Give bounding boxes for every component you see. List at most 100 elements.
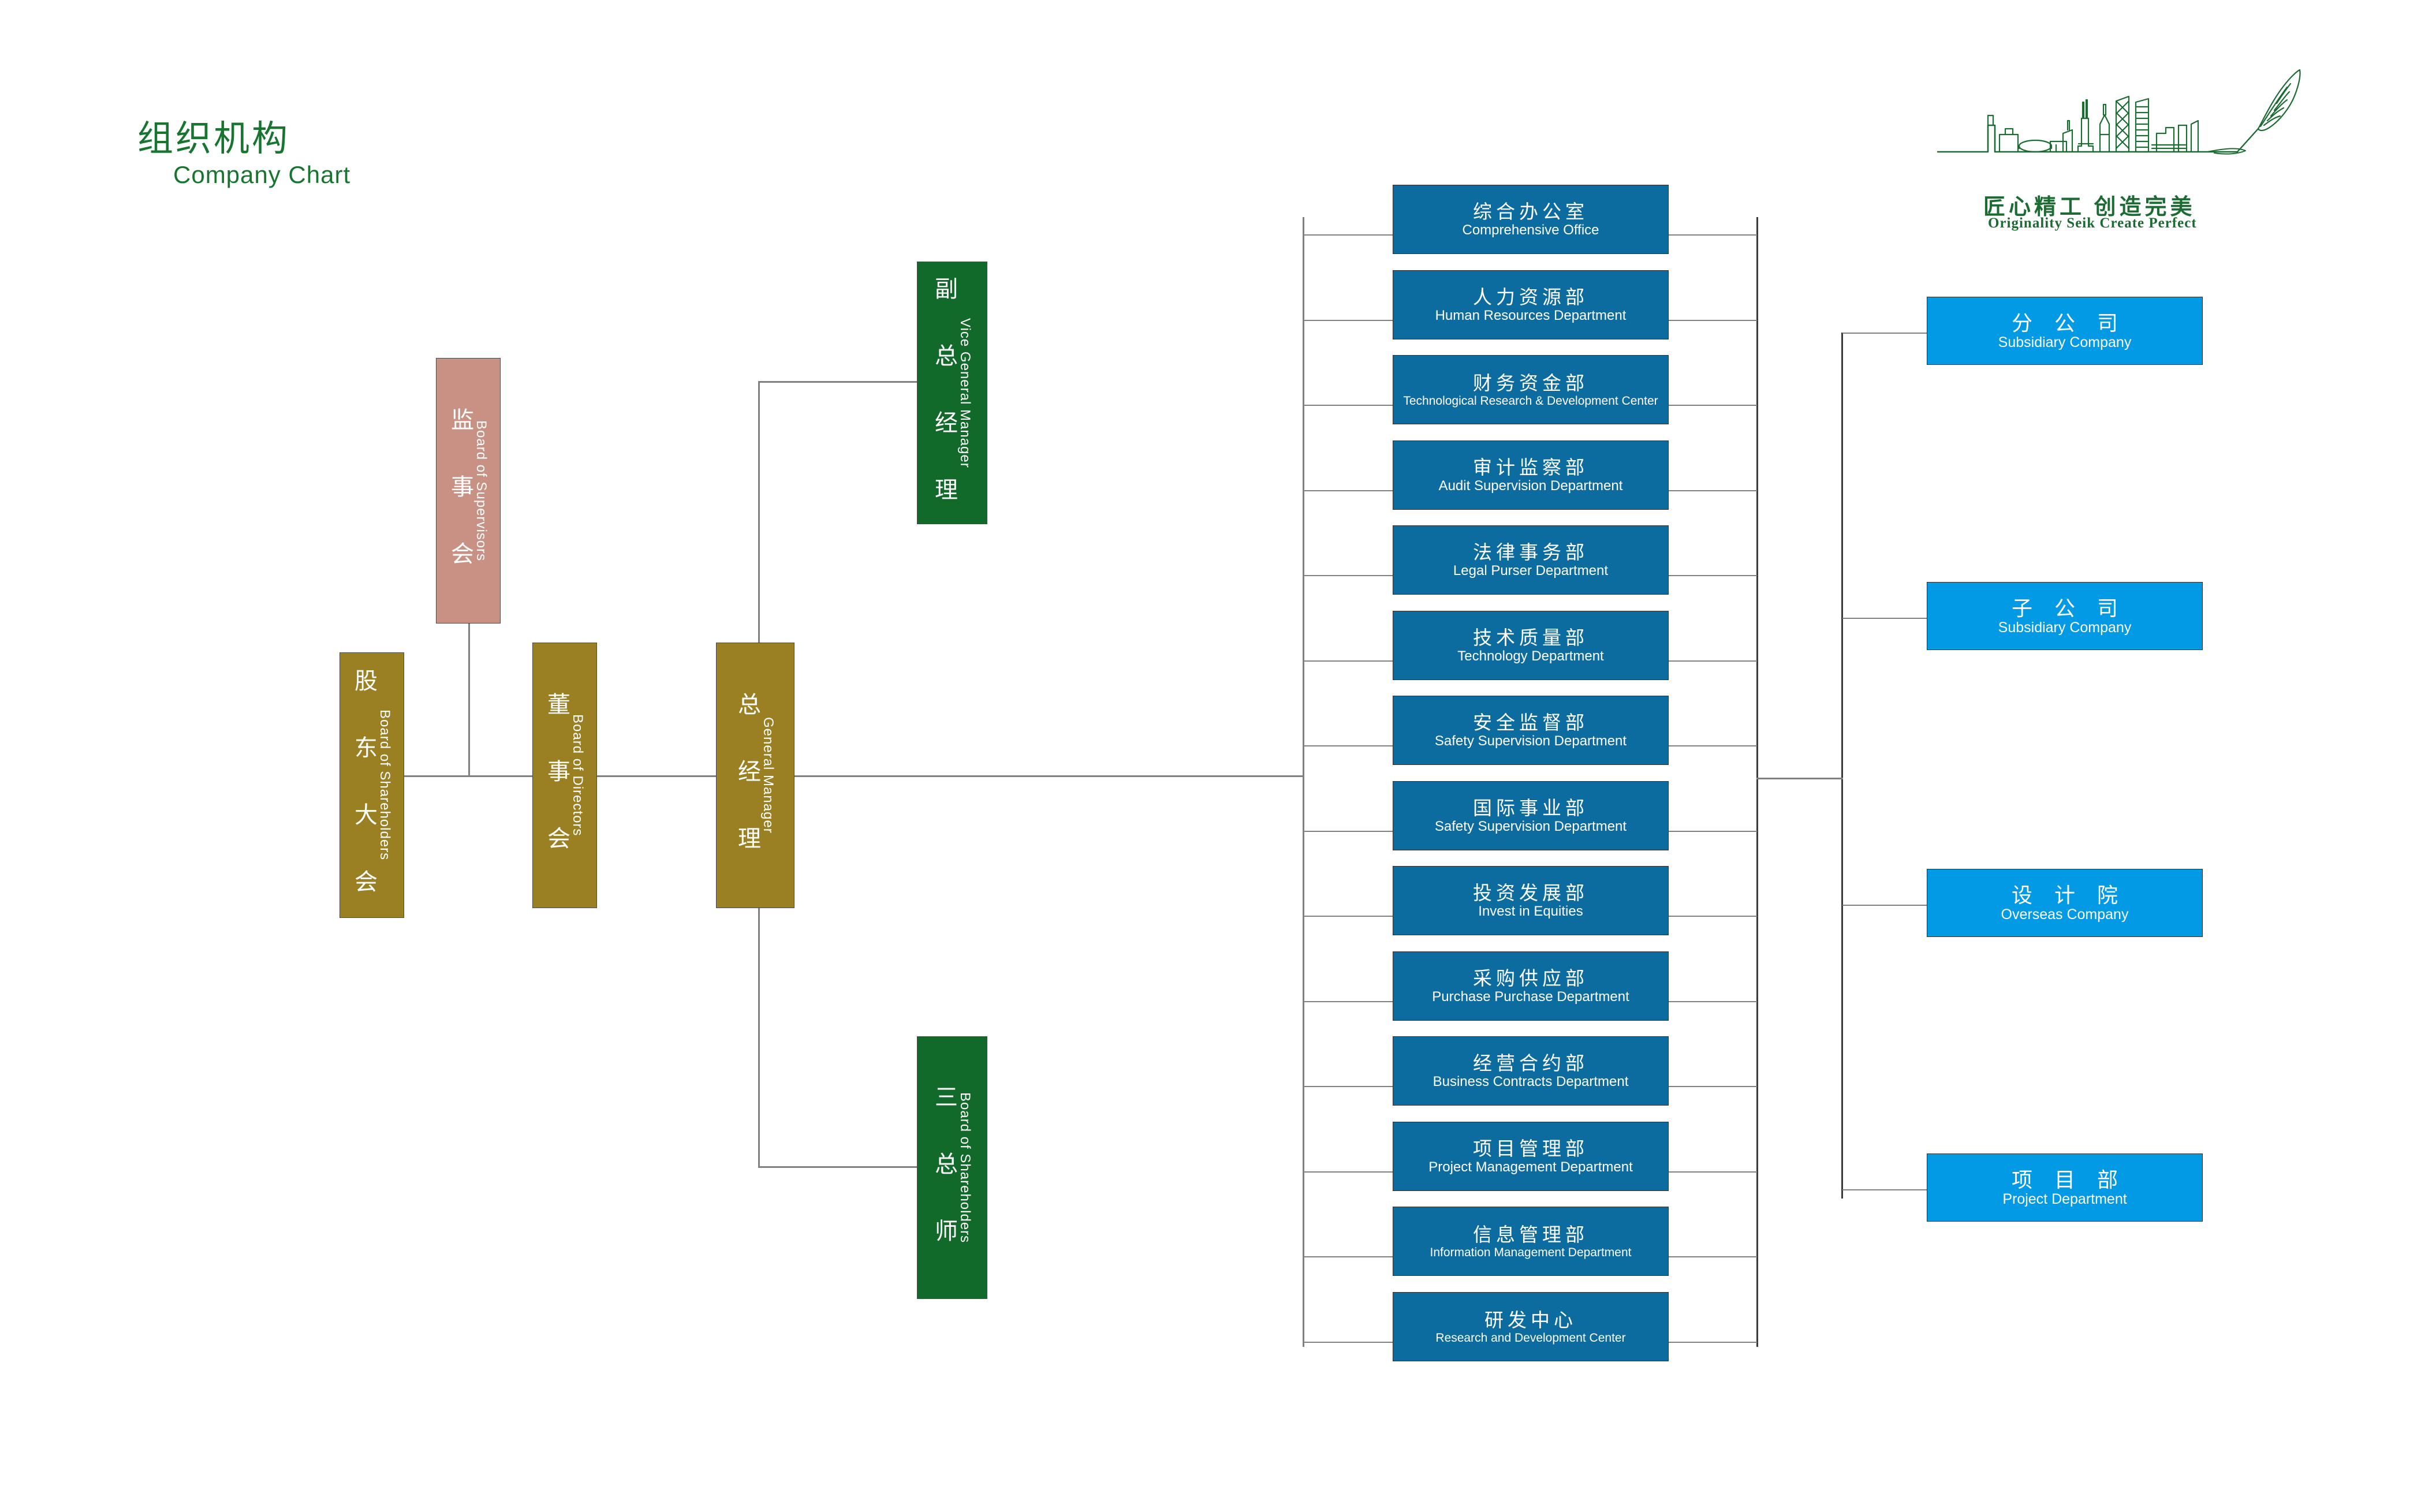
connector-dept-stub-right xyxy=(1669,490,1757,491)
connector-main-bus xyxy=(404,775,1304,777)
page-title: 组织机构 Company Chart xyxy=(137,120,350,189)
board-of-supervisors-label-en: Board of Supervisors xyxy=(473,420,489,562)
connector-dept-to-branch-bus xyxy=(1756,778,1843,779)
connector-branch-stub xyxy=(1842,618,1927,619)
connector-dept-stub-left xyxy=(1304,1171,1393,1173)
connector-dept-stub-right xyxy=(1669,1001,1757,1002)
department-label-en: Technological Research & Development Cen… xyxy=(1403,394,1658,408)
department-label-cn: 国际事业部 xyxy=(1473,797,1588,819)
general-manager-label-cn: 总 经 理 xyxy=(734,692,760,858)
connector-supervisors-drop xyxy=(468,624,470,777)
connector-dept-stub-left xyxy=(1304,405,1393,406)
department-label-cn: 研发中心 xyxy=(1484,1309,1577,1331)
connector-dept-right-spine xyxy=(1756,217,1758,1347)
department-label-en: Audit Supervision Department xyxy=(1438,478,1623,494)
department-label-cn: 安全监督部 xyxy=(1473,712,1588,734)
department-label-cn: 采购供应部 xyxy=(1473,968,1588,990)
city-skyline-quill-icon xyxy=(1937,69,2301,155)
department-label-en: Project Management Department xyxy=(1428,1159,1633,1175)
node-vice-general-manager[interactable]: 副 总 经 理 Vice General Manager xyxy=(917,262,987,524)
department-label-cn: 法律事务部 xyxy=(1473,542,1588,563)
subsidiary-label-en: Subsidiary Company xyxy=(1998,334,2132,350)
subsidiary-label-cn: 项 目 部 xyxy=(2011,1167,2126,1192)
department-label-en: Information Management Department xyxy=(1430,1245,1632,1259)
connector-dept-stub-right xyxy=(1669,575,1757,576)
company-logo: 匠心精工 创造完美 Originality Seik Create Perfec… xyxy=(1937,61,2307,245)
connector-to-vice-gm xyxy=(758,381,920,383)
vice-general-manager-label-cn: 副 总 经 理 xyxy=(931,276,957,510)
department-label-cn: 财务资金部 xyxy=(1473,372,1588,394)
connector-dept-stub-left xyxy=(1304,1256,1393,1257)
connector-to-chief-engineers xyxy=(758,1166,920,1168)
connector-branch-stub xyxy=(1842,1189,1927,1190)
board-of-supervisors-label-cn: 监 事 会 xyxy=(447,408,473,574)
connector-dept-stub-left xyxy=(1304,831,1393,832)
department-label-en: Technology Department xyxy=(1457,648,1604,664)
node-board-of-directors[interactable]: 董 事 会 Board of Directors xyxy=(532,643,597,908)
connector-dept-stub-left xyxy=(1304,234,1393,236)
connector-dept-stub-right xyxy=(1669,1171,1757,1173)
subsidiary-label-cn: 分 公 司 xyxy=(2011,311,2126,335)
department-label-en: Business Contracts Department xyxy=(1433,1074,1629,1090)
connector-dept-stub-right xyxy=(1669,1256,1757,1257)
node-general-manager[interactable]: 总 经 理 General Manager xyxy=(716,643,794,908)
connector-dept-stub-left xyxy=(1304,1342,1393,1343)
department-label-cn: 审计监察部 xyxy=(1473,457,1588,479)
node-board-of-shareholders[interactable]: 股 东 大 会 Board of Shareholders xyxy=(340,652,404,918)
department-label-en: Purchase Purchase Department xyxy=(1432,989,1629,1005)
connector-dept-stub-left xyxy=(1304,660,1393,662)
subsidiary-label-cn: 设 计 院 xyxy=(2011,883,2126,907)
node-board-of-supervisors[interactable]: 监 事 会 Board of Supervisors xyxy=(436,358,501,624)
subsidiary-label-cn: 子 公 司 xyxy=(2011,596,2126,620)
three-chief-engineers-label-cn: 三 总 师 xyxy=(931,1084,957,1251)
department-label-en: Safety Supervision Department xyxy=(1434,819,1627,835)
department-label-en: Legal Purser Department xyxy=(1453,563,1609,579)
connector-dept-stub-left xyxy=(1304,1001,1393,1002)
connector-dept-stub-right xyxy=(1669,916,1757,917)
connector-dept-stub-left xyxy=(1304,575,1393,576)
node-three-chief-engineers[interactable]: 三 总 师 Board of Shareholders xyxy=(917,1036,987,1299)
connector-dept-stub-right xyxy=(1669,660,1757,662)
department-label-cn: 信息管理部 xyxy=(1473,1223,1588,1245)
connector-dept-stub-right xyxy=(1669,831,1757,832)
connector-dept-left-spine xyxy=(1303,217,1304,1347)
department-label-en: Invest in Equities xyxy=(1478,904,1583,920)
connector-dept-stub-right xyxy=(1669,320,1757,321)
department-label-en: Human Resources Department xyxy=(1435,308,1627,324)
page-title-cn: 组织机构 xyxy=(137,119,290,159)
general-manager-label-en: General Manager xyxy=(760,717,776,834)
subsidiary-label-en: Overseas Company xyxy=(2001,906,2129,923)
board-of-shareholders-label-en: Board of Shareholders xyxy=(377,710,393,861)
board-of-directors-label-cn: 董 事 会 xyxy=(544,692,569,858)
connector-dept-stub-right xyxy=(1669,234,1757,236)
connector-dept-stub-right xyxy=(1669,405,1757,406)
department-label-cn: 人力资源部 xyxy=(1473,286,1588,308)
department-label-cn: 综合办公室 xyxy=(1473,201,1588,223)
three-chief-engineers-label-en: Board of Shareholders xyxy=(957,1092,973,1244)
subsidiary-label-en: Project Department xyxy=(2002,1190,2127,1207)
logo-slogan-en: Originality Seik Create Perfect xyxy=(1988,215,2197,231)
connector-dept-stub-left xyxy=(1304,320,1393,321)
department-label-cn: 项目管理部 xyxy=(1473,1138,1588,1160)
connector-dept-stub-right xyxy=(1669,1342,1757,1343)
connector-branch-stub xyxy=(1842,333,1927,334)
